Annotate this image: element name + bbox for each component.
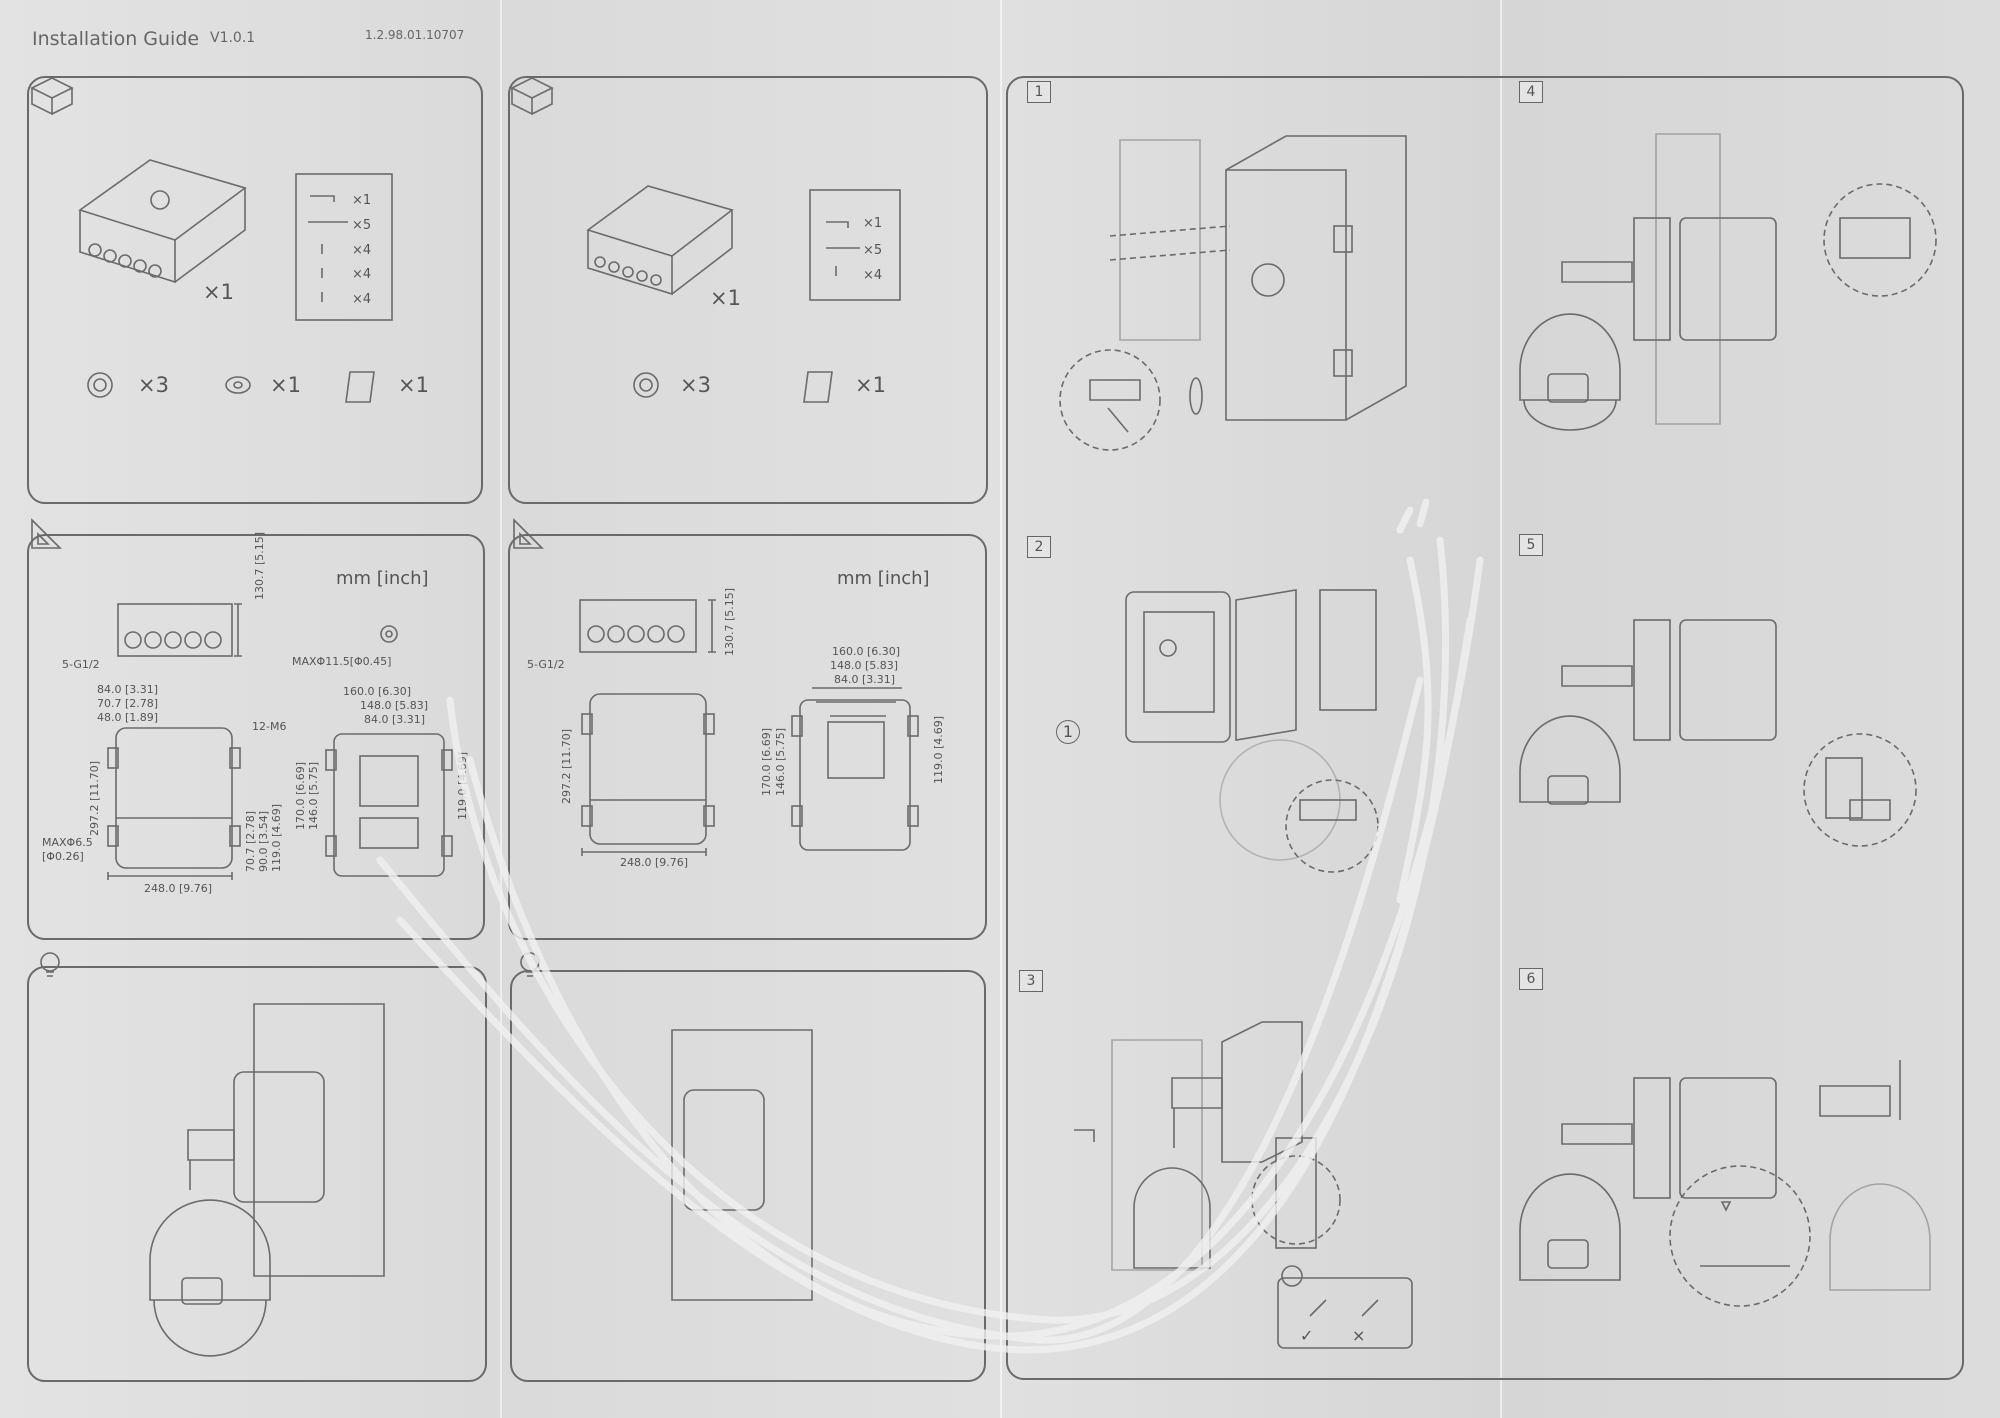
lightbulb-icon <box>40 952 60 977</box>
back-dim: 160.0 [6.30] <box>343 685 412 698</box>
bag-item-qty: ×1 <box>352 193 372 208</box>
correct-mark: ✓ <box>1300 1326 1314 1345</box>
manual-quantity: ×1 <box>398 373 429 397</box>
mounting-tip-panel-b <box>510 970 986 1382</box>
side-view <box>579 599 697 653</box>
cable-gland-icon <box>633 372 659 398</box>
mounting-tip-panel-a <box>27 966 487 1382</box>
bag-item-qty: ×4 <box>352 243 372 258</box>
bag-item-qty: ×4 <box>863 268 883 283</box>
dimensions-panel-a <box>27 534 485 940</box>
back-dim: 84.0 [3.31] <box>834 673 896 686</box>
fold-line <box>1000 0 1002 1418</box>
step-number: 6 <box>1519 968 1543 990</box>
box-quantity: ×1 <box>710 286 741 310</box>
back-dim: 160.0 [6.30] <box>832 645 901 658</box>
back-dim: 148.0 [5.83] <box>360 699 429 712</box>
step-number: 2 <box>1027 536 1051 558</box>
wrong-mark: × <box>1352 1326 1366 1345</box>
step5-drawing <box>1519 619 1917 847</box>
accessory-bag <box>295 173 393 321</box>
manual-quantity: ×1 <box>855 373 886 397</box>
width-dim: 248.0 [9.76] <box>144 882 213 895</box>
bag-item-qty: ×4 <box>352 267 372 282</box>
ruler-icon <box>513 518 544 549</box>
screw-label: 12-M6 <box>252 720 287 733</box>
back-dim: 148.0 [5.83] <box>830 659 899 672</box>
unit-label: mm [inch] <box>837 568 930 589</box>
ruler-icon <box>31 518 62 549</box>
max-small-hole-in: [Φ0.26] <box>42 850 84 863</box>
width-dim: 248.0 [9.76] <box>620 856 689 869</box>
doc-code: 1.2.98.01.10707 <box>365 28 465 42</box>
step-number: 5 <box>1519 534 1543 556</box>
junction-box-drawing <box>78 159 247 284</box>
gland-quantity: ×3 <box>680 373 711 397</box>
step-number: 3 <box>1019 970 1043 992</box>
max-small-hole: MAXΦ6.5 <box>42 836 93 849</box>
washer-icon <box>225 376 251 394</box>
speed-dome-camera <box>149 1199 271 1301</box>
bag-item-qty: ×4 <box>352 292 372 307</box>
fold-line <box>500 0 502 1418</box>
box-icon <box>510 77 554 116</box>
wall-bracket <box>187 1129 235 1190</box>
callout-number: 1 <box>1056 720 1080 744</box>
max-hole-dim: MAXΦ11.5[Φ0.45] <box>292 655 392 668</box>
version-label: V1.0.1 <box>210 30 256 46</box>
packing-list-panel-b <box>508 76 988 504</box>
ground-icon <box>1720 1201 1732 1212</box>
step1-drawing <box>1059 135 1407 451</box>
step2-drawing <box>1125 589 1379 873</box>
dimensions-panel-b <box>508 534 987 940</box>
step-number: 1 <box>1027 81 1051 103</box>
junction-box-drawing <box>233 1071 325 1203</box>
front-view <box>115 727 233 869</box>
installation-steps-panel <box>1006 76 1964 1380</box>
step6-drawing <box>1519 1060 1931 1307</box>
washer-quantity: ×1 <box>270 373 301 397</box>
junction-box-drawing <box>683 1089 765 1211</box>
front-view <box>589 693 707 845</box>
gland-quantity: ×3 <box>138 373 169 397</box>
back-dim: 84.0 [3.31] <box>364 713 426 726</box>
step-number: 4 <box>1519 81 1543 103</box>
dim-top: 84.0 [3.31] <box>97 683 159 696</box>
dim-top: 48.0 [1.89] <box>97 711 159 724</box>
gland-thread-label: 5-G1/2 <box>527 658 565 671</box>
bag-item-qty: ×1 <box>863 216 883 231</box>
cable-gland-icon <box>87 372 113 398</box>
cable-ties <box>376 498 1484 1354</box>
wall-plate <box>671 1029 813 1301</box>
back-view <box>799 699 911 851</box>
step4-drawing <box>1519 133 1937 431</box>
bag-item-qty: ×5 <box>352 218 372 233</box>
gland-thread-label: 5-G1/2 <box>62 658 100 671</box>
accessory-bag <box>809 189 901 301</box>
guide-title: Installation Guide <box>32 28 200 50</box>
unit-label: mm [inch] <box>336 568 429 589</box>
junction-box-drawing <box>586 185 734 296</box>
fold-line <box>1500 0 1502 1418</box>
box-icon <box>30 77 74 116</box>
side-view <box>117 603 233 657</box>
bag-item-qty: ×5 <box>863 243 883 258</box>
manual-icon <box>345 371 375 403</box>
wall-plate <box>253 1003 385 1277</box>
box-quantity: ×1 <box>203 280 234 304</box>
packing-list-panel-a <box>27 76 483 504</box>
manual-icon <box>803 371 833 403</box>
dim-top: 70.7 [2.78] <box>97 697 159 710</box>
